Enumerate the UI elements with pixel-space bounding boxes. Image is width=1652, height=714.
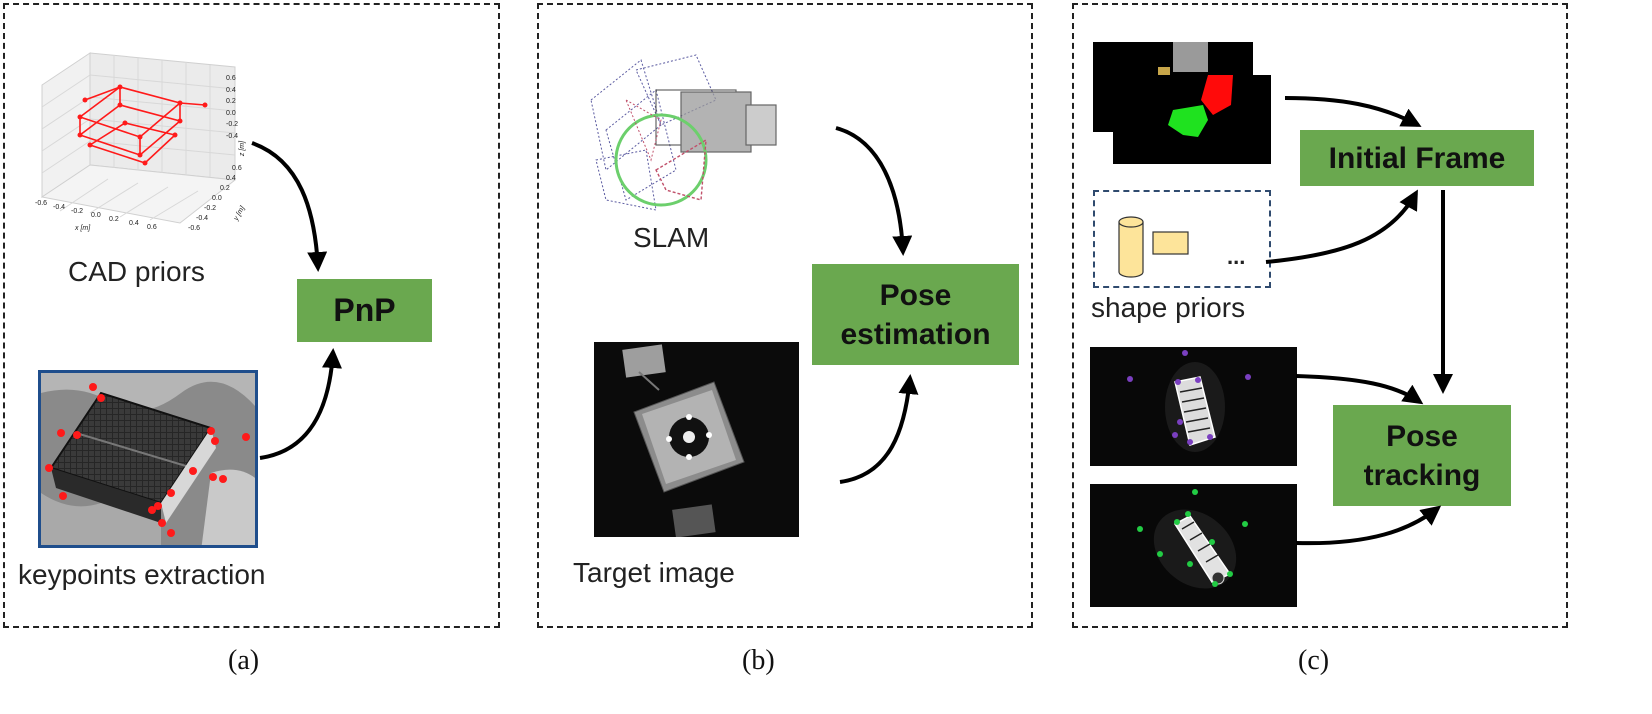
- y-tick: -0.4: [196, 215, 209, 222]
- pose-estimation-line1: Pose: [879, 278, 952, 312]
- keypoints-image: [38, 370, 258, 548]
- slam-svg: [590, 54, 777, 211]
- panel-b: [537, 3, 1033, 628]
- z-axis-label: z [m]: [239, 140, 247, 157]
- z-tick: 0.4: [226, 86, 236, 94]
- keypoints-label: keypoints extraction: [18, 559, 266, 590]
- tracking-1-svg: [1127, 350, 1251, 452]
- z-tick: -0.2: [226, 121, 239, 128]
- caption-a: (a): [228, 645, 260, 676]
- mask-front-svg: [1168, 75, 1233, 137]
- y-tick: 0.0: [212, 195, 222, 202]
- y-tick-row: 0.6 0.4 0.2 0.0 -0.2 -0.4 -0.6: [180, 165, 255, 240]
- x-tick-row: -0.6 -0.4 -0.2 0.0 0.2 0.4 0.6: [35, 200, 175, 231]
- panel-c: [1072, 3, 1568, 628]
- y-tick: 0.2: [220, 185, 230, 192]
- pose-tracking-line2: tracking: [1363, 458, 1481, 492]
- shape-priors-label: shape priors: [1091, 292, 1246, 323]
- z-tick: 0.6: [226, 75, 236, 82]
- panel-a: [3, 3, 500, 628]
- y-tick: 0.4: [226, 175, 236, 182]
- caption-c: (c): [1298, 645, 1330, 676]
- mask-image-front: [1113, 75, 1271, 164]
- cad-3d-plot: 0.6 0.4 0.2 0.0 -0.2 -0.4 z [m] -0.6 -0.…: [30, 45, 255, 240]
- x-tick: -0.2: [71, 208, 84, 215]
- z-tick: 0.2: [226, 98, 236, 105]
- y-tick: -0.2: [204, 205, 217, 212]
- slam-label: SLAM: [633, 222, 710, 253]
- pose-tracking-line1: Pose: [1386, 419, 1458, 453]
- shape-priors-ellipsis: ...: [1227, 244, 1246, 269]
- x-axis-label: x [m]: [75, 225, 91, 232]
- tracking-image-1: [1090, 347, 1297, 466]
- y-tick: -0.6: [188, 225, 201, 232]
- z-tick: 0.0: [226, 109, 236, 117]
- pnp-box: PnP: [297, 279, 432, 342]
- target-satellite-svg: [622, 344, 745, 537]
- target-image: [594, 342, 799, 537]
- x-tick: 0.6: [147, 224, 157, 231]
- x-tick: 0.0: [91, 212, 101, 219]
- x-tick: 0.4: [129, 220, 139, 227]
- tracking-image-2: [1090, 484, 1297, 607]
- pose-estimation-line2: estimation: [840, 317, 991, 351]
- z-tick-list: 0.6 0.4 0.2 0.0 -0.2 -0.4: [226, 73, 238, 142]
- slam-image: [566, 30, 811, 240]
- caption-b: (b): [742, 645, 775, 676]
- z-tick: -0.4: [226, 132, 239, 140]
- x-tick: -0.4: [53, 204, 66, 211]
- tracking-2-svg: [1137, 489, 1248, 589]
- mask-back-svg: [1158, 42, 1208, 77]
- cad-wireframe-svg: [40, 52, 237, 224]
- target-image-label: Target image: [573, 557, 735, 588]
- pose-estimation-box: Pose estimation: [812, 264, 1019, 365]
- pose-tracking-box: Pose tracking: [1333, 405, 1511, 506]
- keypoints-svg: [41, 373, 255, 545]
- x-tick: 0.2: [109, 216, 119, 223]
- shape-priors-svg: [1118, 216, 1189, 278]
- shape-priors-box: ...: [1093, 190, 1271, 288]
- initial-frame-box: Initial Frame: [1300, 130, 1534, 186]
- x-tick: -0.6: [35, 200, 48, 207]
- y-tick: 0.6: [232, 165, 242, 172]
- cad-priors-label: CAD priors: [68, 256, 205, 287]
